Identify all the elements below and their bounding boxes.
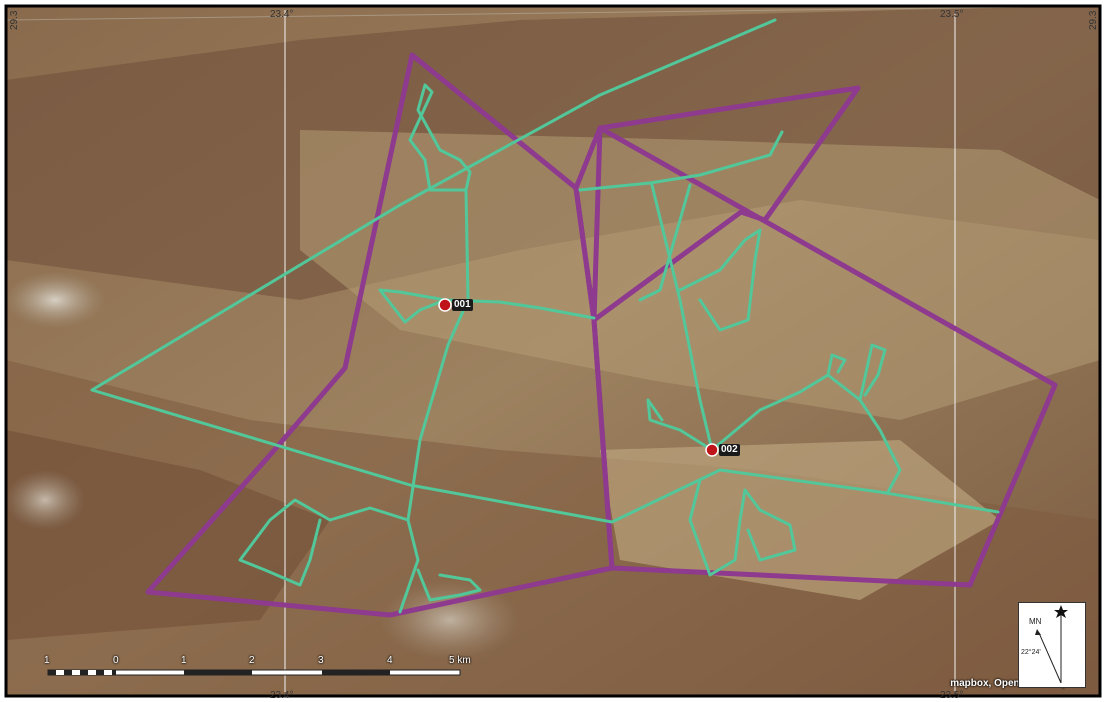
scale-label-2: 2 [249, 655, 255, 666]
scale-bar [47, 669, 461, 676]
lat-label-left: 29.3 [9, 10, 20, 30]
lon-label-top-1: 23.4° [270, 9, 294, 20]
point-marker-001 [438, 298, 452, 312]
lon-label-bottom-2: 23.5° [940, 690, 964, 701]
track-southwest-long [90, 388, 1000, 524]
lon-label-bottom-1: 23.4° [270, 690, 294, 701]
scale-label-0: 0 [113, 655, 119, 666]
track-south-loop-2 [416, 568, 482, 602]
boundary-east [591, 125, 1058, 588]
track-south-west-connector [328, 506, 410, 522]
lat-label-right: 29.3 [1088, 10, 1099, 30]
track-north-east [578, 130, 784, 192]
track-southwest-loop [238, 498, 332, 587]
map-attribution: mapbox, OpenStreetMap [950, 678, 1068, 689]
track-002-east [710, 373, 902, 494]
point-label-002: 002 [719, 444, 740, 456]
scale-label-5km: 5 km [449, 655, 471, 666]
scale-label-1: 1 [44, 655, 50, 666]
point-marker-002 [705, 443, 719, 457]
lon-label-top-2: 23.5° [940, 9, 964, 20]
scale-label-4: 4 [387, 655, 393, 666]
declination-label: 22°24' [1021, 649, 1041, 656]
scale-label-1b: 1 [181, 655, 187, 666]
track-north-loop [408, 83, 472, 192]
track-002-loop-north [826, 353, 847, 377]
north-arrow-icon [1035, 605, 1068, 684]
map-border [4, 4, 1102, 698]
north-arrow: MN 22°24' [1018, 602, 1086, 688]
track-001-loop [378, 288, 447, 324]
scale-label-3: 3 [318, 655, 324, 666]
point-markers[interactable] [438, 298, 719, 457]
track-center-north [650, 183, 714, 452]
boundary-polygons[interactable] [145, 52, 1058, 618]
magnetic-north-label: MN [1029, 617, 1042, 626]
boundary-north [573, 85, 861, 323]
track-diagonal-main [90, 18, 777, 392]
track-south-loop [688, 478, 797, 577]
track-002-loop-north2 [858, 343, 887, 402]
track-002-west [646, 398, 714, 452]
track-center-branch [638, 183, 692, 302]
track-east-loop [678, 228, 762, 332]
point-label-001: 001 [452, 299, 473, 311]
